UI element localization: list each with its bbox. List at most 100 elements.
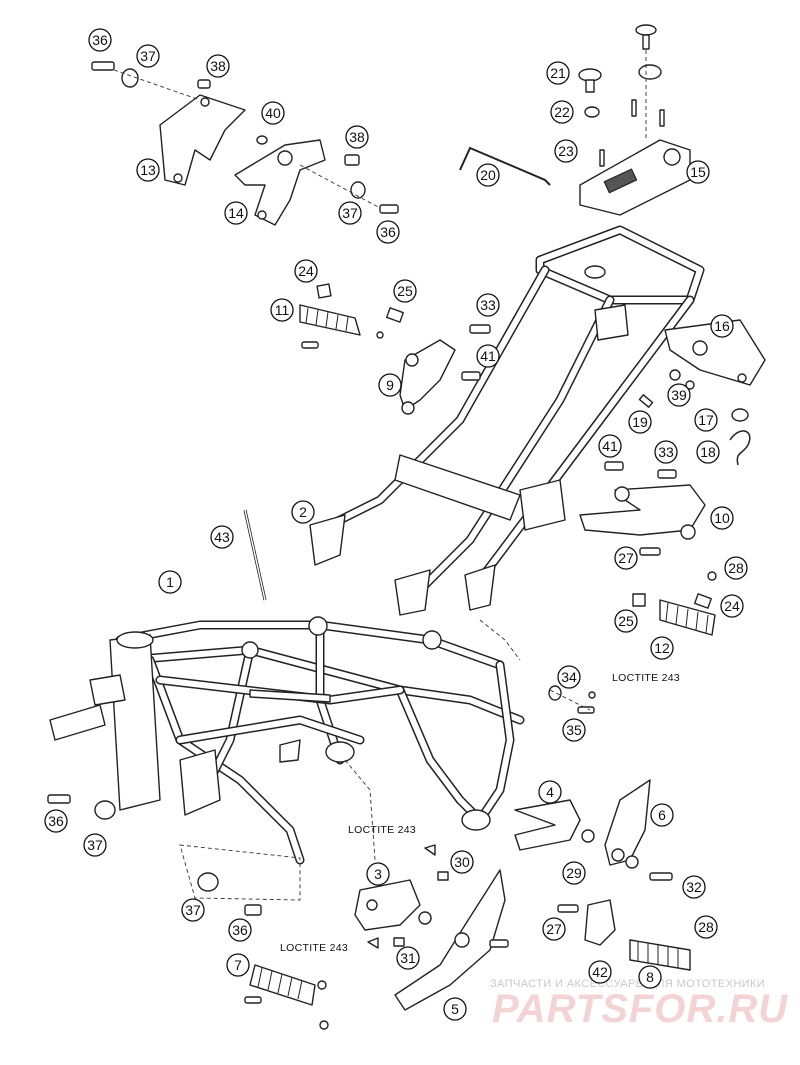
callout-16: 16 [710, 314, 734, 338]
callout-circle [261, 101, 285, 125]
loctite-label: LOCTITE 243 [348, 824, 416, 836]
callout-27: 27 [542, 917, 566, 941]
bracket-10 [579, 461, 706, 540]
tail-bracket-16 [664, 319, 766, 386]
callout-circle [724, 556, 748, 580]
callout-circle [450, 850, 474, 874]
callout-38: 38 [345, 125, 369, 149]
callout-38: 38 [206, 54, 230, 78]
loctite-labels: LOCTITE 243 LOCTITE 243 LOCTITE 243 [280, 672, 680, 954]
callout-circle [210, 525, 234, 549]
heel-guard-3 [354, 879, 421, 931]
callout-number: 2 [299, 504, 307, 520]
callout-3: 3 [366, 862, 390, 886]
callout-number: 37 [185, 902, 201, 918]
callout-number: 9 [386, 377, 394, 393]
callout-31: 31 [396, 946, 420, 970]
callouts: 1234567891011121314151617181920212223242… [44, 28, 748, 1021]
callout-circle [562, 718, 586, 742]
callout-circle [588, 960, 612, 984]
callout-circle [598, 434, 622, 458]
callout-circle [667, 383, 691, 407]
footrest-7 [244, 964, 329, 1030]
callout-24: 24 [294, 259, 318, 283]
bracket-9 [399, 324, 491, 415]
watermark-tagline: ЗАПЧАСТИ И АКСЕССУАРЫ ДЛЯ МОТОТЕХНИКИ [490, 978, 765, 990]
callout-number: 41 [480, 348, 496, 364]
hardware-upper-left [91, 61, 399, 214]
callout-number: 19 [632, 414, 648, 430]
callout-36: 36 [88, 28, 112, 52]
callout-circle [614, 546, 638, 570]
callout-number: 21 [550, 65, 566, 81]
callout-circle [628, 410, 652, 434]
callout-circle [338, 201, 362, 225]
callout-circle [654, 440, 678, 464]
callout-32: 32 [682, 875, 706, 899]
small-parts-17-19-39 [638, 369, 751, 466]
callout-number: 36 [380, 224, 396, 240]
callout-circle [538, 780, 562, 804]
callout-number: 24 [724, 598, 740, 614]
callout-circle [638, 965, 662, 989]
callout-28: 28 [724, 556, 748, 580]
footrest-11 [299, 283, 404, 349]
heel-guard-4 [514, 799, 595, 851]
callout-number: 28 [728, 560, 744, 576]
rod-43 [243, 509, 267, 601]
callout-number: 42 [592, 964, 608, 980]
callout-number: 5 [451, 1001, 459, 1017]
callout-circle [366, 862, 390, 886]
callout-number: 17 [698, 412, 714, 428]
callout-circle [694, 915, 718, 939]
callout-39: 39 [667, 383, 691, 407]
hardware-34-35 [548, 685, 596, 714]
callout-10: 10 [710, 506, 734, 530]
bracket-42 [557, 872, 673, 946]
callout-circle [393, 279, 417, 303]
callout-number: 29 [566, 865, 582, 881]
callout-circle [88, 28, 112, 52]
callout-number: 31 [400, 950, 416, 966]
callout-4: 4 [538, 780, 562, 804]
callout-circle [345, 125, 369, 149]
callout-28: 28 [694, 915, 718, 939]
hardware-lower-middle [367, 844, 509, 949]
hardware-upper-right [578, 24, 665, 167]
callout-21: 21 [546, 61, 570, 85]
callout-circle [694, 408, 718, 432]
callout-number: 35 [566, 722, 582, 738]
callout-circle [562, 861, 586, 885]
loctite-label: LOCTITE 243 [280, 942, 348, 954]
callout-circle [554, 139, 578, 163]
callout-circle [476, 163, 500, 187]
callout-number: 25 [397, 283, 413, 299]
callout-number: 39 [671, 387, 687, 403]
footrest-bracket-14 [234, 139, 326, 226]
callout-35: 35 [562, 718, 586, 742]
callout-number: 1 [166, 574, 174, 590]
callout-number: 27 [618, 550, 634, 566]
callout-41: 41 [476, 344, 500, 368]
callout-8: 8 [638, 965, 662, 989]
callout-number: 27 [546, 921, 562, 937]
tail-bracket-15 [579, 139, 691, 216]
callout-36: 36 [228, 918, 252, 942]
callout-number: 34 [561, 669, 577, 685]
callout-number: 22 [554, 104, 570, 120]
watermark: ЗАПЧАСТИ И АКСЕССУАРЫ ДЛЯ МОТОТЕХНИКИ PA… [490, 978, 787, 1031]
callout-27: 27 [614, 546, 638, 570]
callout-circle [206, 54, 230, 78]
callout-number: 33 [658, 444, 674, 460]
callout-19: 19 [628, 410, 652, 434]
callout-20: 20 [476, 163, 500, 187]
callout-circle [224, 201, 248, 225]
callout-circle [546, 61, 570, 85]
callout-number: 10 [714, 510, 730, 526]
callout-number: 23 [558, 143, 574, 159]
callout-number: 7 [234, 957, 242, 973]
callout-number: 24 [298, 263, 314, 279]
callout-number: 36 [232, 922, 248, 938]
callout-circle [682, 875, 706, 899]
